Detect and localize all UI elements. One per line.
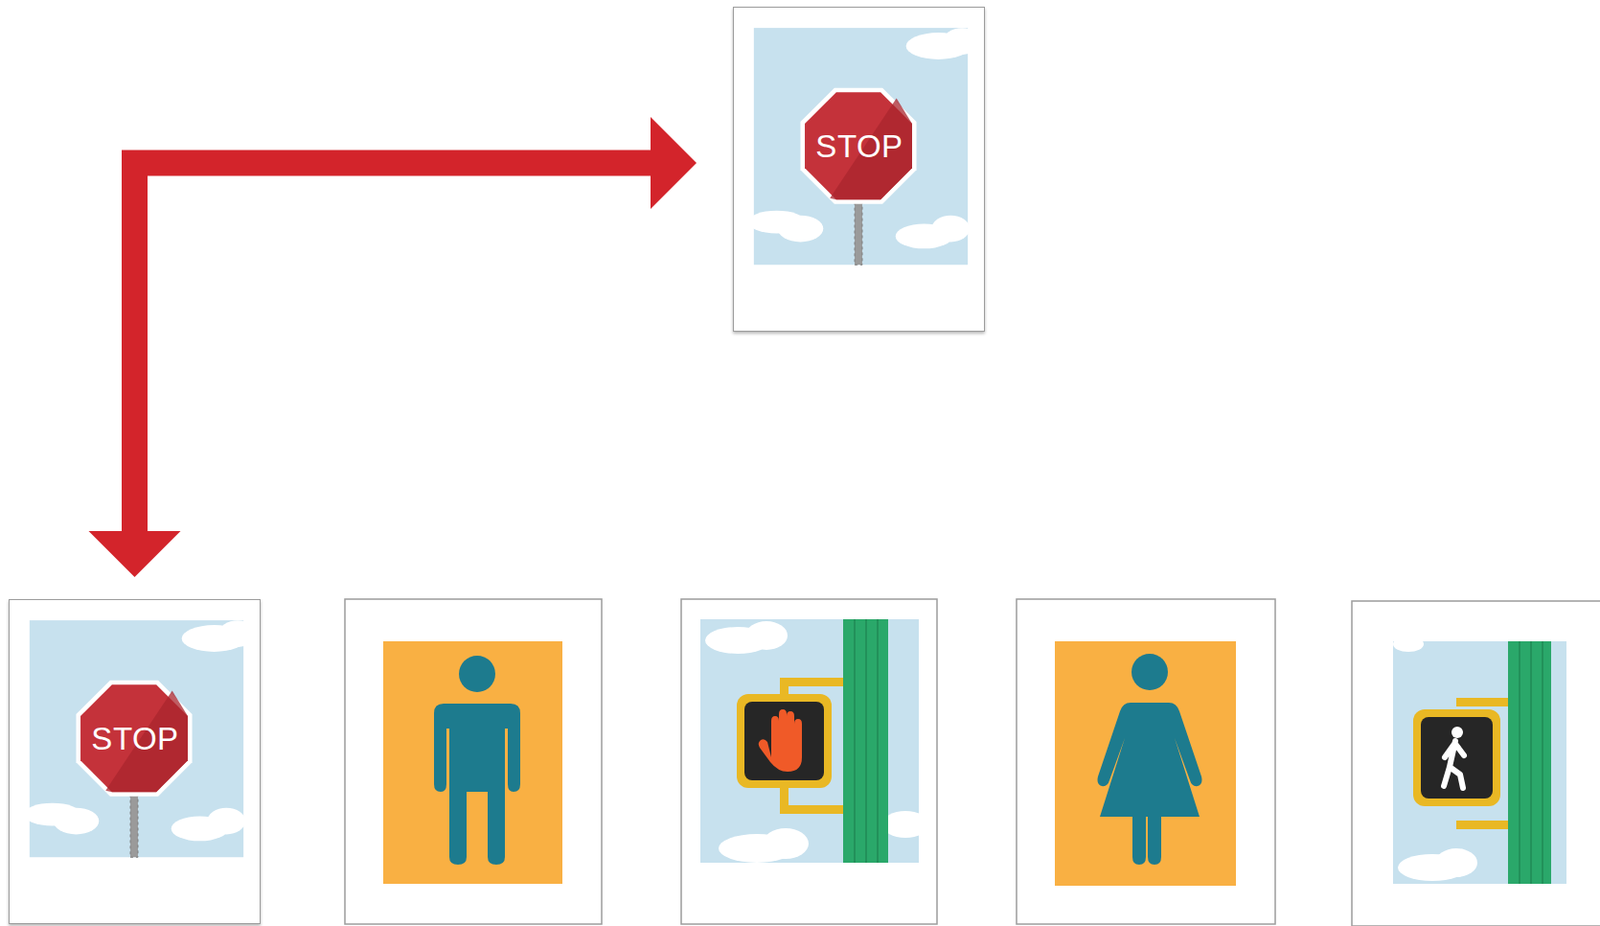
stop-sign-illustration [9, 599, 260, 923]
sign-text: STOP [91, 721, 179, 756]
photo-card: STOP [8, 598, 261, 924]
stop-sign-illustration [733, 7, 984, 331]
arrow-head [89, 530, 182, 577]
photo-card: STOP [732, 6, 985, 332]
sign-text: STOP [815, 129, 903, 164]
dont-walk-card [681, 598, 938, 924]
arrow-line [135, 162, 652, 531]
walk-card [1351, 600, 1600, 926]
arrow-head [650, 116, 697, 209]
woman-card [1016, 598, 1276, 924]
man-card [344, 598, 602, 924]
elbow-arrow [89, 116, 698, 577]
